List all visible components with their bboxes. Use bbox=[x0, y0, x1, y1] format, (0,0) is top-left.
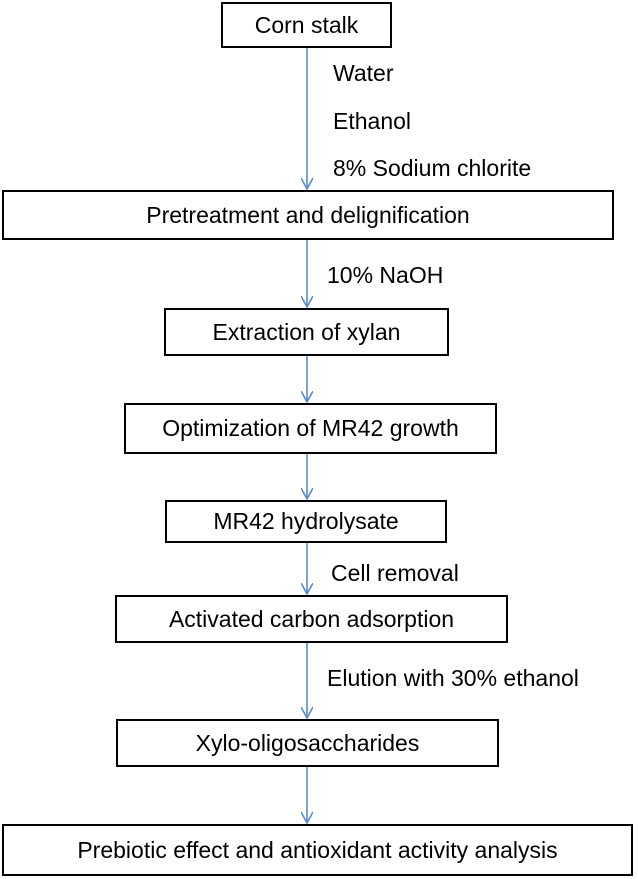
label-naoh: 10% NaOH bbox=[327, 262, 444, 288]
label-sodium-chlorite: 8% Sodium chlorite bbox=[333, 155, 532, 181]
label-water: Water bbox=[333, 60, 394, 86]
step-prebiotic-analysis: Prebiotic effect and antioxidant activit… bbox=[2, 824, 633, 876]
step-xylo-oligosaccharides: Xylo-oligosaccharides bbox=[116, 719, 499, 767]
label-cell-removal: Cell removal bbox=[331, 560, 459, 586]
label-elution: Elution with 30% ethanol bbox=[327, 665, 579, 691]
step-hydrolysate: MR42 hydrolysate bbox=[165, 500, 447, 543]
step-extraction: Extraction of xylan bbox=[164, 308, 449, 356]
step-pretreatment: Pretreatment and delignification bbox=[2, 190, 614, 240]
step-corn-stalk: Corn stalk bbox=[221, 2, 392, 48]
step-optimization: Optimization of MR42 growth bbox=[124, 403, 497, 454]
label-ethanol: Ethanol bbox=[333, 108, 412, 134]
step-adsorption: Activated carbon adsorption bbox=[115, 595, 508, 643]
